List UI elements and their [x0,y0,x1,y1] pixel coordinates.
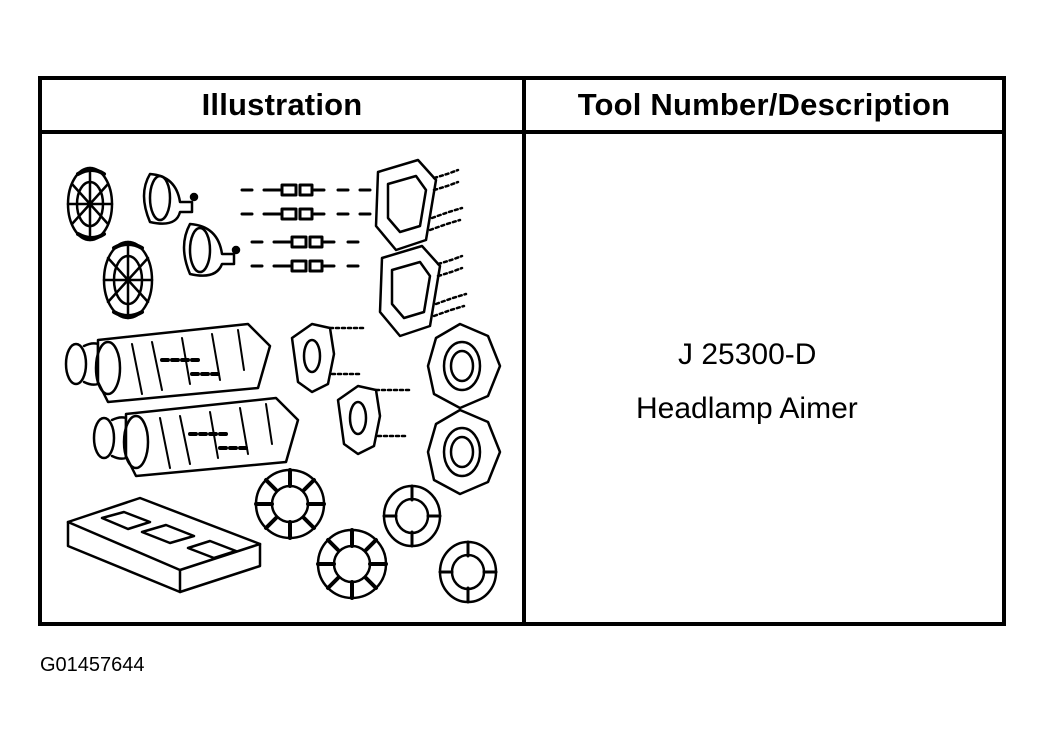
ring-adapter-1 [254,468,326,540]
headlamp-aimer-kit-illustration-icon [64,158,502,604]
suction-cup-2 [182,222,241,277]
storage-case [66,496,262,594]
column-divider [522,80,526,622]
rod-fittings [240,183,372,273]
ring-adapter-4 [438,540,498,604]
bracket-2 [378,244,468,338]
tool-number: J 25300-D [678,338,817,371]
ring-adapter-3 [382,484,442,548]
hex-adapter-2 [426,408,502,496]
adapter-wheel-2 [102,240,154,320]
adapter-wheel-1 [66,166,114,242]
header-illustration: Illustration [201,87,363,122]
clamp-mount-2 [336,384,414,456]
clamp-mount-1 [290,322,368,394]
suction-cup-1 [142,172,199,225]
tool-description: Headlamp Aimer [636,392,858,425]
header-tool-number-description: Tool Number/Description [577,87,951,122]
hex-adapter-1 [426,322,502,410]
tool-table: Illustration Tool Number/Description [38,76,1006,626]
aimer-body-2 [92,396,300,478]
tool-description-cell: J 25300-D Headlamp Aimer [526,134,1002,622]
figure-id: G01457644 [40,654,145,676]
illustration-cell [42,134,522,622]
ring-adapter-2 [316,528,388,600]
bracket-1 [374,158,464,252]
aimer-body-1 [64,322,272,404]
